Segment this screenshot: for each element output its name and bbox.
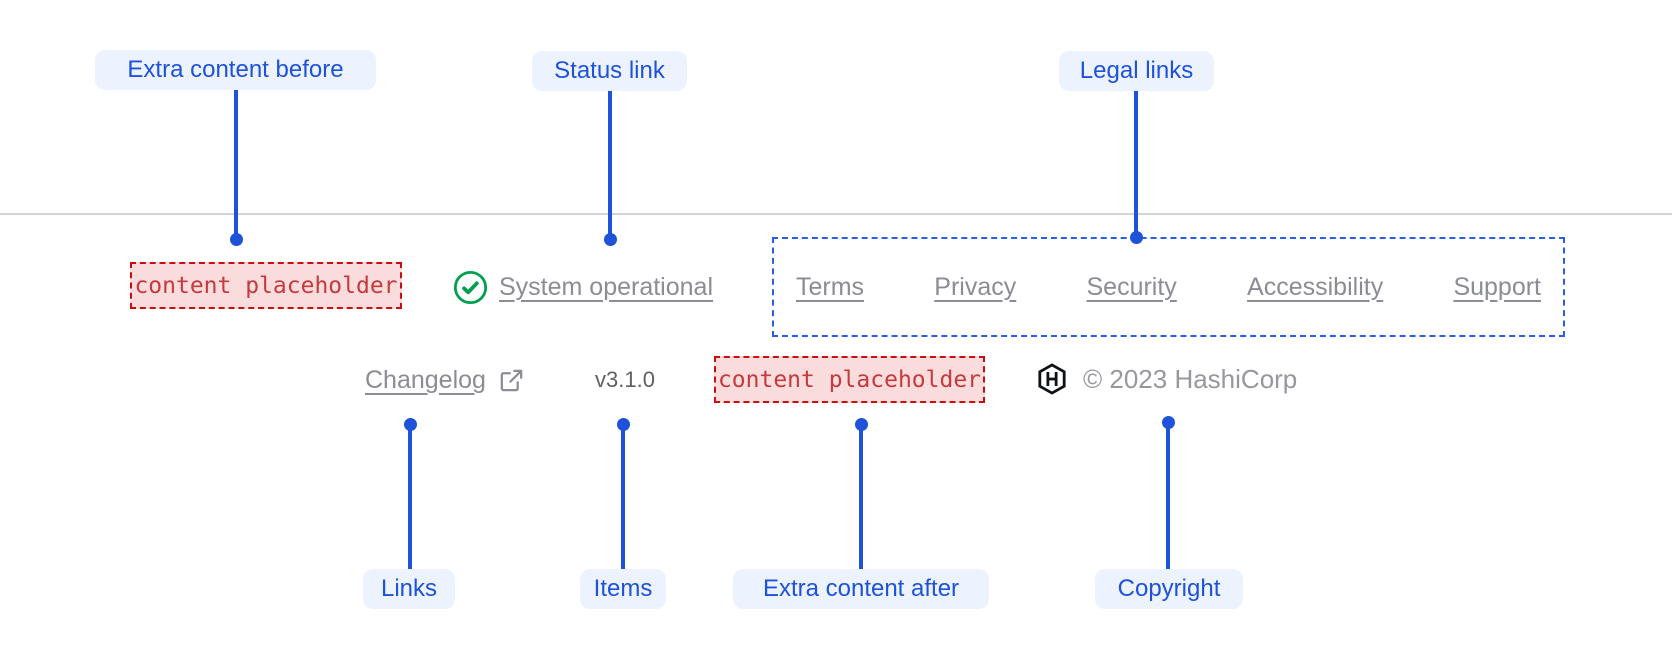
connector-dot-extra-content-before [230,233,243,246]
annotation-label-legal-links: Legal links [1059,51,1214,91]
external-link-icon [498,367,525,394]
legal-link-terms[interactable]: Terms [796,272,865,301]
annotation-label-extra-content-before: Extra content before [95,50,376,90]
version-text: v3.1.0 [595,367,655,392]
legal-link-privacy[interactable]: Privacy [934,272,1017,301]
annotation-label-copyright: Copyright [1095,569,1243,609]
connector-dot-legal-links [1130,231,1143,244]
extra-content-after-placeholder: content placeholder [714,356,985,403]
connector-line-legal-links [1134,91,1138,237]
legal-links-group: Terms Privacy Security Accessibility Sup… [772,237,1565,337]
check-circle-icon [453,270,488,305]
connector-dot-extra-content-after [855,418,868,431]
connector-dot-status-link [604,233,617,246]
legal-link-accessibility[interactable]: Accessibility [1247,272,1384,301]
extra-content-before-placeholder: content placeholder [130,262,402,309]
changelog-link[interactable]: Changelog [365,363,525,397]
legal-link-support[interactable]: Support [1453,272,1541,301]
copyright-text: © 2023 HashiCorp [1083,363,1298,394]
connector-line-copyright [1166,422,1170,569]
changelog-link-label: Changelog [365,365,486,394]
footer-top-divider [0,213,1672,215]
connector-line-status-link [608,91,612,239]
status-link[interactable]: System operational [453,268,713,306]
connector-dot-copyright [1162,416,1175,429]
connector-line-extra-content-before [234,90,238,240]
status-link-label: System operational [499,272,714,301]
annotation-label-items: Items [580,569,666,609]
copyright: © 2023 HashiCorp [1037,362,1297,396]
connector-line-links [408,424,412,569]
annotation-label-status-link: Status link [532,51,687,91]
legal-link-security[interactable]: Security [1086,272,1177,301]
hashicorp-logo-icon [1037,363,1067,395]
annotation-label-extra-content-after: Extra content after [733,569,989,609]
connector-line-items [621,424,625,569]
connector-dot-links [404,418,417,431]
connector-line-extra-content-after [859,424,863,569]
connector-dot-items [617,418,630,431]
annotation-label-links: Links [363,569,455,609]
